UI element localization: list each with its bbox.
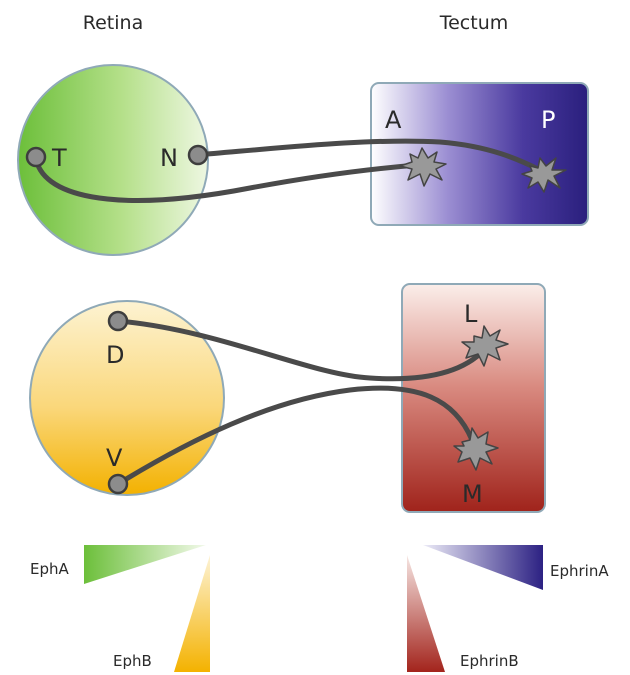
- soma-dorsal: [107, 310, 129, 332]
- terminal-arbor-posterior: [521, 157, 567, 193]
- tectum-header: Tectum: [439, 12, 509, 34]
- ephrinb-gradient-wedge: [407, 555, 445, 672]
- label-ephrina: EphrinA: [550, 562, 609, 580]
- axon-dorsal-to-lateral: [115, 318, 487, 382]
- axon-nasal-to-posterior: [193, 138, 543, 173]
- label-anterior: A: [385, 106, 402, 134]
- ephb-gradient-wedge: [174, 555, 210, 672]
- soma-ventral: [107, 473, 129, 495]
- label-epha: EphA: [30, 560, 70, 578]
- terminal-arbor-medial: [453, 427, 499, 471]
- terminal-arbor-lateral: [461, 325, 509, 367]
- retina-nasotemporal-circle: [17, 64, 209, 256]
- label-lateral: L: [464, 300, 478, 328]
- retina-dorsoventral-circle: [29, 300, 225, 496]
- label-temporal: T: [51, 144, 67, 172]
- axon-ventral-to-medial: [115, 385, 475, 487]
- retina-header: Retina: [83, 12, 143, 34]
- terminal-arbor-anterior: [399, 147, 447, 187]
- label-ephrinb: EphrinB: [460, 652, 519, 670]
- tectum-mediolateral-rect: [401, 283, 546, 513]
- epha-gradient-wedge: [84, 545, 206, 584]
- ephrina-gradient-wedge: [423, 545, 543, 590]
- label-dorsal: D: [106, 341, 124, 369]
- soma-nasal: [187, 144, 209, 166]
- label-posterior: P: [541, 106, 555, 134]
- tectum-anteroposterior-rect: [370, 82, 589, 226]
- soma-temporal: [25, 146, 47, 168]
- axon-temporal-to-anterior: [33, 154, 421, 203]
- label-medial: M: [462, 480, 483, 508]
- label-ephb: EphB: [113, 652, 152, 670]
- label-ventral: V: [106, 444, 123, 472]
- label-nasal: N: [160, 144, 178, 172]
